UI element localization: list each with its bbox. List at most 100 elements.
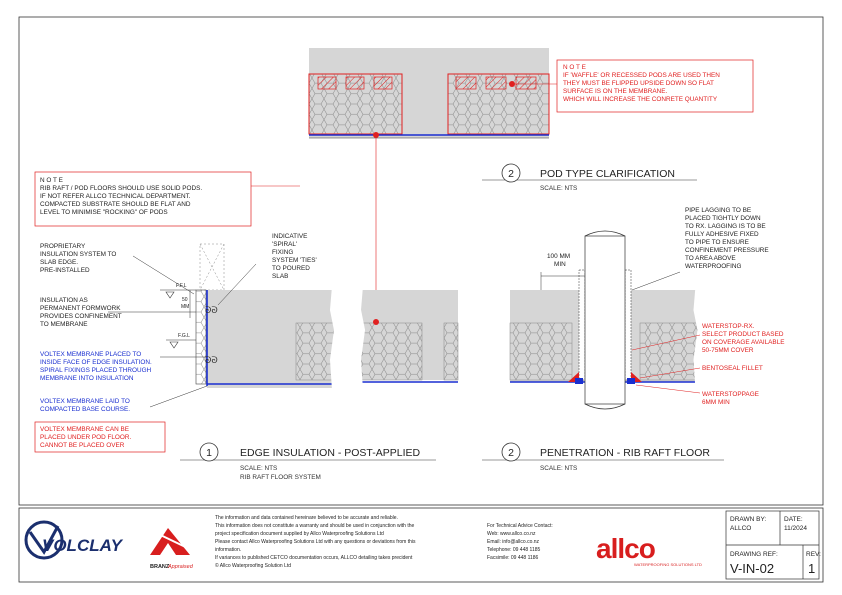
label-fgl: F.G.L xyxy=(178,333,190,339)
detail-number: 2 xyxy=(508,168,514,180)
label-pipe-lagging: TO AREA ABOVE xyxy=(685,255,736,262)
detail-title: POD TYPE CLARIFICATION xyxy=(540,168,675,180)
allco-wordmark: allco xyxy=(596,533,656,564)
label-voltex-base: VOLTEX MEMBRANE LAID TO xyxy=(40,398,130,405)
edge-detail: ᘐᘐ ᘐᘐ xyxy=(108,243,459,408)
date-value: 11/2024 xyxy=(784,525,807,532)
raft-note-line: RIB RAFT / POD FLOORS SHOULD USE SOLID P… xyxy=(40,185,202,192)
label-waterstoppage: 6MM MIN xyxy=(702,399,730,406)
edge-title: 1 EDGE INSULATION - POST-APPLIED SCALE: … xyxy=(180,442,436,481)
pod-note-line: SURFACE IS ON THE MEMBRANE. xyxy=(563,88,668,95)
label-indicative: FIXING xyxy=(272,249,293,256)
disclaimer-line: information. xyxy=(215,547,241,553)
label-proprietary: INSULATION SYSTEM TO xyxy=(40,251,116,258)
disclaimer-line: The information and data contained herei… xyxy=(215,515,398,521)
detail-number: 2 xyxy=(508,447,514,459)
allco-logo: allco WATERPROOFING SOLUTIONS LTD xyxy=(596,533,702,567)
label-100mm: 100 MM xyxy=(547,253,570,260)
label-insulation-formwork: PERMANENT FORMWORK xyxy=(40,305,121,312)
disclaimer-line: Please contact Allco Waterproofing Solut… xyxy=(215,539,416,545)
label-50mm: MM xyxy=(181,304,189,310)
drawing-frame xyxy=(18,16,824,506)
label-indicative: SYSTEM 'TIES' xyxy=(272,257,317,264)
raft-note: N O T E RIB RAFT / POD FLOORS SHOULD USE… xyxy=(34,171,300,227)
label-insulation-formwork: INSULATION AS xyxy=(40,297,88,304)
detail-title: EDGE INSULATION - POST-APPLIED xyxy=(240,447,421,459)
disclaimer-line: © Allco Waterproofing Solution Ltd xyxy=(215,562,291,569)
pod-note-line: THEY MUST BE FLIPPED UPSIDE DOWN SO FLAT xyxy=(563,80,714,87)
label-bentoseal: BENTOSEAL FILLET xyxy=(702,365,763,372)
raft-note-line: IF NOT REFER ALLCO TECHNICAL DEPARTMENT. xyxy=(40,193,191,200)
label-waterstop-rx: SELECT PRODUCT BASED xyxy=(702,331,784,338)
pod-note: N O T E IF 'WAFFLE' OR RECESSED PODS ARE… xyxy=(556,59,754,113)
contact-line: Facsimile: 09 448 1186 xyxy=(487,555,539,561)
allco-tagline: WATERPROOFING SOLUTIONS LTD xyxy=(634,562,702,567)
svg-text:ᘐᘐ: ᘐᘐ xyxy=(205,305,218,315)
pod-note-heading: N O T E xyxy=(563,64,586,71)
label-indicative: 'SPIRAL' xyxy=(272,241,297,248)
contact-line: Telephone: 09 448 1185 xyxy=(487,547,541,553)
title-block: VOLCLAY BRANZ Appraised The information … xyxy=(24,510,821,580)
label-waterstop-rx: ON COVERAGE AVAILABLE xyxy=(702,339,785,346)
drawing-ref-value: V-IN-02 xyxy=(730,561,774,576)
detail-scale: SCALE: NTS xyxy=(540,465,577,472)
label-pipe-lagging: PLACED TIGHTLY DOWN xyxy=(685,215,761,222)
contact-line: For Technical Advice Contact: xyxy=(487,523,553,529)
voltex-note-line: CANNOT BE PLACED OVER xyxy=(40,442,125,449)
label-pipe-lagging: WATERPROOFING xyxy=(685,263,741,270)
volclay-logo: VOLCLAY xyxy=(24,520,124,560)
label-indicative: INDICATIVE xyxy=(272,233,307,240)
penetration-labels: 100 MM MIN PIPE LAGGING TO BE PLACED TIG… xyxy=(547,207,785,406)
rev-value: 1 xyxy=(808,561,815,576)
label-voltex-inside: SPIRAL FIXINGS PLACED THROUGH xyxy=(40,367,152,374)
voltex-note-line: VOLTEX MEMBRANE CAN BE xyxy=(40,426,129,433)
voltex-note-line: PLACED UNDER POD FLOOR. xyxy=(40,434,131,441)
label-proprietary: PROPRIETARY xyxy=(40,243,86,250)
contact-line: Web: www.allco.co.nz xyxy=(487,531,536,537)
disclaimer-line: project specification document supplied … xyxy=(215,531,384,537)
detail-scale: SCALE: NTS xyxy=(540,185,577,192)
label-voltex-inside: VOLTEX MEMBRANE PLACED TO xyxy=(40,351,141,358)
branz-text: BRANZ xyxy=(150,564,170,570)
voltex-note: VOLTEX MEMBRANE CAN BE PLACED UNDER POD … xyxy=(34,421,166,453)
label-voltex-inside: MEMBRANE INTO INSULATION xyxy=(40,375,134,382)
label-pipe-lagging: TO PIPE TO ENSURE xyxy=(685,239,749,246)
penetration-title: 2 PENETRATION - RIB RAFT FLOOR SCALE: NT… xyxy=(482,442,724,472)
label-pipe-lagging: CONFINEMENT PRESSURE xyxy=(685,247,769,254)
branz-appraised: Appraised xyxy=(167,564,194,570)
label-50mm: 50 xyxy=(182,297,188,303)
pod-type-title: 2 POD TYPE CLARIFICATION SCALE: NTS xyxy=(482,163,697,192)
drawn-by-label: DRAWN BY: xyxy=(730,516,766,523)
date-label: DATE: xyxy=(784,516,803,523)
raft-note-line: LEVEL TO MINIMISE "ROCKING" OF PODS xyxy=(40,209,168,216)
label-voltex-inside: INSIDE FACE OF EDGE INSULATION. xyxy=(40,359,152,366)
label-pipe-lagging: FULLY ADHESIVE FIXED xyxy=(685,231,759,238)
svg-text:ᘐᘐ: ᘐᘐ xyxy=(205,355,218,365)
drawing-ref-label: DRAWING REF: xyxy=(730,551,778,558)
label-waterstoppage: WATERSTOPPAGE xyxy=(702,391,759,398)
label-insulation-formwork: TO MEMBRANE xyxy=(40,321,87,328)
label-proprietary: PRE-INSTALLED xyxy=(40,267,90,274)
raft-note-heading: N O T E xyxy=(40,177,63,184)
disclaimer-line: This information does not constitute a w… xyxy=(215,523,415,529)
edge-labels: PROPRIETARY INSULATION SYSTEM TO SLAB ED… xyxy=(40,233,317,413)
label-waterstop-rx: 50-75MM COVER xyxy=(702,347,754,354)
penetration-detail xyxy=(509,230,703,410)
label-ffl: F.F.L xyxy=(176,283,187,289)
detail-number: 1 xyxy=(206,447,212,459)
rev-label: REV: xyxy=(806,551,821,558)
branz-logo: BRANZ Appraised xyxy=(149,528,199,570)
label-waterstop-rx: WATERSTOP-RX. xyxy=(702,323,755,330)
label-indicative: SLAB xyxy=(272,273,288,280)
label-100mm: MIN xyxy=(554,261,566,268)
label-insulation-formwork: PROVIDES CONFINEMENT xyxy=(40,313,122,320)
label-voltex-base: COMPACTED BASE COURSE. xyxy=(40,406,130,413)
drawn-by-value: ALLCO xyxy=(730,525,751,532)
label-pipe-lagging: TO RX. LAGGING IS TO BE xyxy=(685,223,766,230)
pod-note-line: WHICH WILL INCREASE THE CONRETE QUANTITY xyxy=(563,96,718,103)
label-proprietary: SLAB EDGE. xyxy=(40,259,78,266)
volclay-wordmark: VOLCLAY xyxy=(42,536,124,555)
detail-scale: SCALE: NTS xyxy=(240,465,277,472)
detail-title: PENETRATION - RIB RAFT FLOOR xyxy=(540,447,710,459)
disclaimer-line: If variances to published CETCO document… xyxy=(215,555,413,561)
